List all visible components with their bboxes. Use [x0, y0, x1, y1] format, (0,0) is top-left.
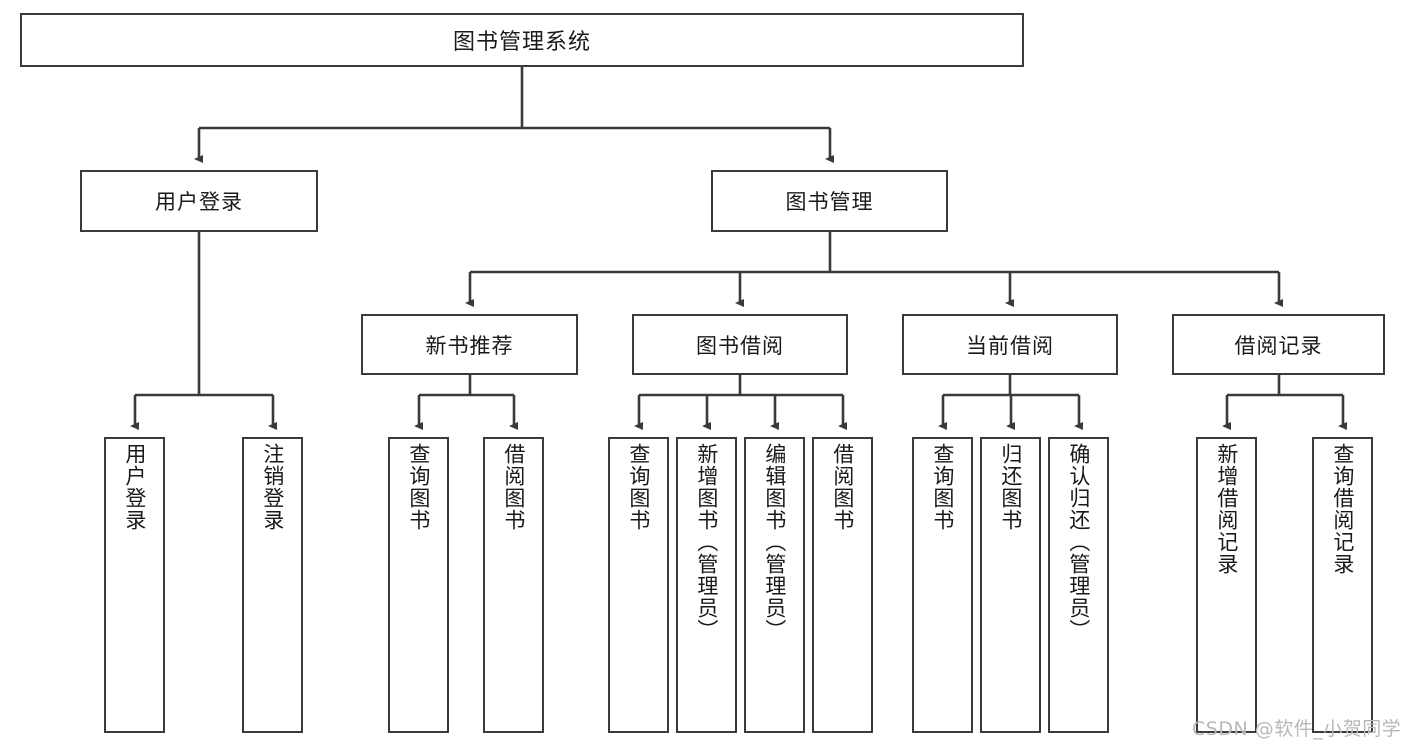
node-leaf-query-book-2[interactable]: 查询图书 [608, 437, 669, 733]
node-leaf-return-book[interactable]: 归还图书 [980, 437, 1041, 733]
node-label: 借阅图书 [830, 443, 855, 531]
node-leaf-query-book-3[interactable]: 查询图书 [912, 437, 973, 733]
node-leaf-user-logout[interactable]: 注销登录 [242, 437, 303, 733]
node-borrow-record[interactable]: 借阅记录 [1172, 314, 1385, 375]
node-label: 新增借阅记录 [1214, 443, 1239, 575]
node-leaf-query-book-1[interactable]: 查询图书 [388, 437, 449, 733]
node-label: 查询图书 [626, 443, 651, 531]
node-label: 确认归还（管理员） [1066, 443, 1091, 641]
node-label: 图书管理系统 [452, 30, 591, 55]
node-label: 编辑图书（管理员） [762, 443, 787, 641]
node-current-borrow[interactable]: 当前借阅 [902, 314, 1118, 375]
node-label: 用户登录 [155, 190, 243, 214]
node-book-borrow[interactable]: 图书借阅 [632, 314, 848, 375]
node-user-login[interactable]: 用户登录 [80, 170, 318, 232]
node-label: 当前借阅 [966, 333, 1054, 358]
node-leaf-user-login[interactable]: 用户登录 [104, 437, 165, 733]
node-label: 归还图书 [998, 443, 1023, 531]
node-leaf-borrow-book-1[interactable]: 借阅图书 [483, 437, 544, 733]
node-label: 查询图书 [930, 443, 955, 531]
node-label: 借阅图书 [501, 443, 526, 531]
node-label: 注销登录 [260, 443, 285, 531]
node-label: 借阅记录 [1234, 333, 1323, 358]
node-label: 查询图书 [406, 443, 431, 531]
node-leaf-edit-book[interactable]: 编辑图书（管理员） [744, 437, 805, 733]
node-leaf-add-book[interactable]: 新增图书（管理员） [676, 437, 737, 733]
node-root[interactable]: 图书管理系统 [20, 13, 1024, 67]
node-leaf-borrow-book-2[interactable]: 借阅图书 [812, 437, 873, 733]
node-label: 新增图书（管理员） [694, 443, 719, 641]
node-book-manage[interactable]: 图书管理 [711, 170, 948, 232]
node-leaf-confirm-return[interactable]: 确认归还（管理员） [1048, 437, 1109, 733]
node-new-book-recommend[interactable]: 新书推荐 [361, 314, 578, 375]
csdn-watermark: CSDN @软件_小贺同学 [1192, 718, 1402, 740]
node-leaf-query-record[interactable]: 查询借阅记录 [1312, 437, 1373, 733]
node-label: 查询借阅记录 [1330, 443, 1355, 575]
node-label: 图书管理 [785, 190, 874, 214]
node-label: 图书借阅 [696, 333, 784, 358]
node-leaf-add-record[interactable]: 新增借阅记录 [1196, 437, 1257, 733]
node-label: 新书推荐 [425, 333, 514, 358]
node-label: 用户登录 [122, 443, 147, 531]
